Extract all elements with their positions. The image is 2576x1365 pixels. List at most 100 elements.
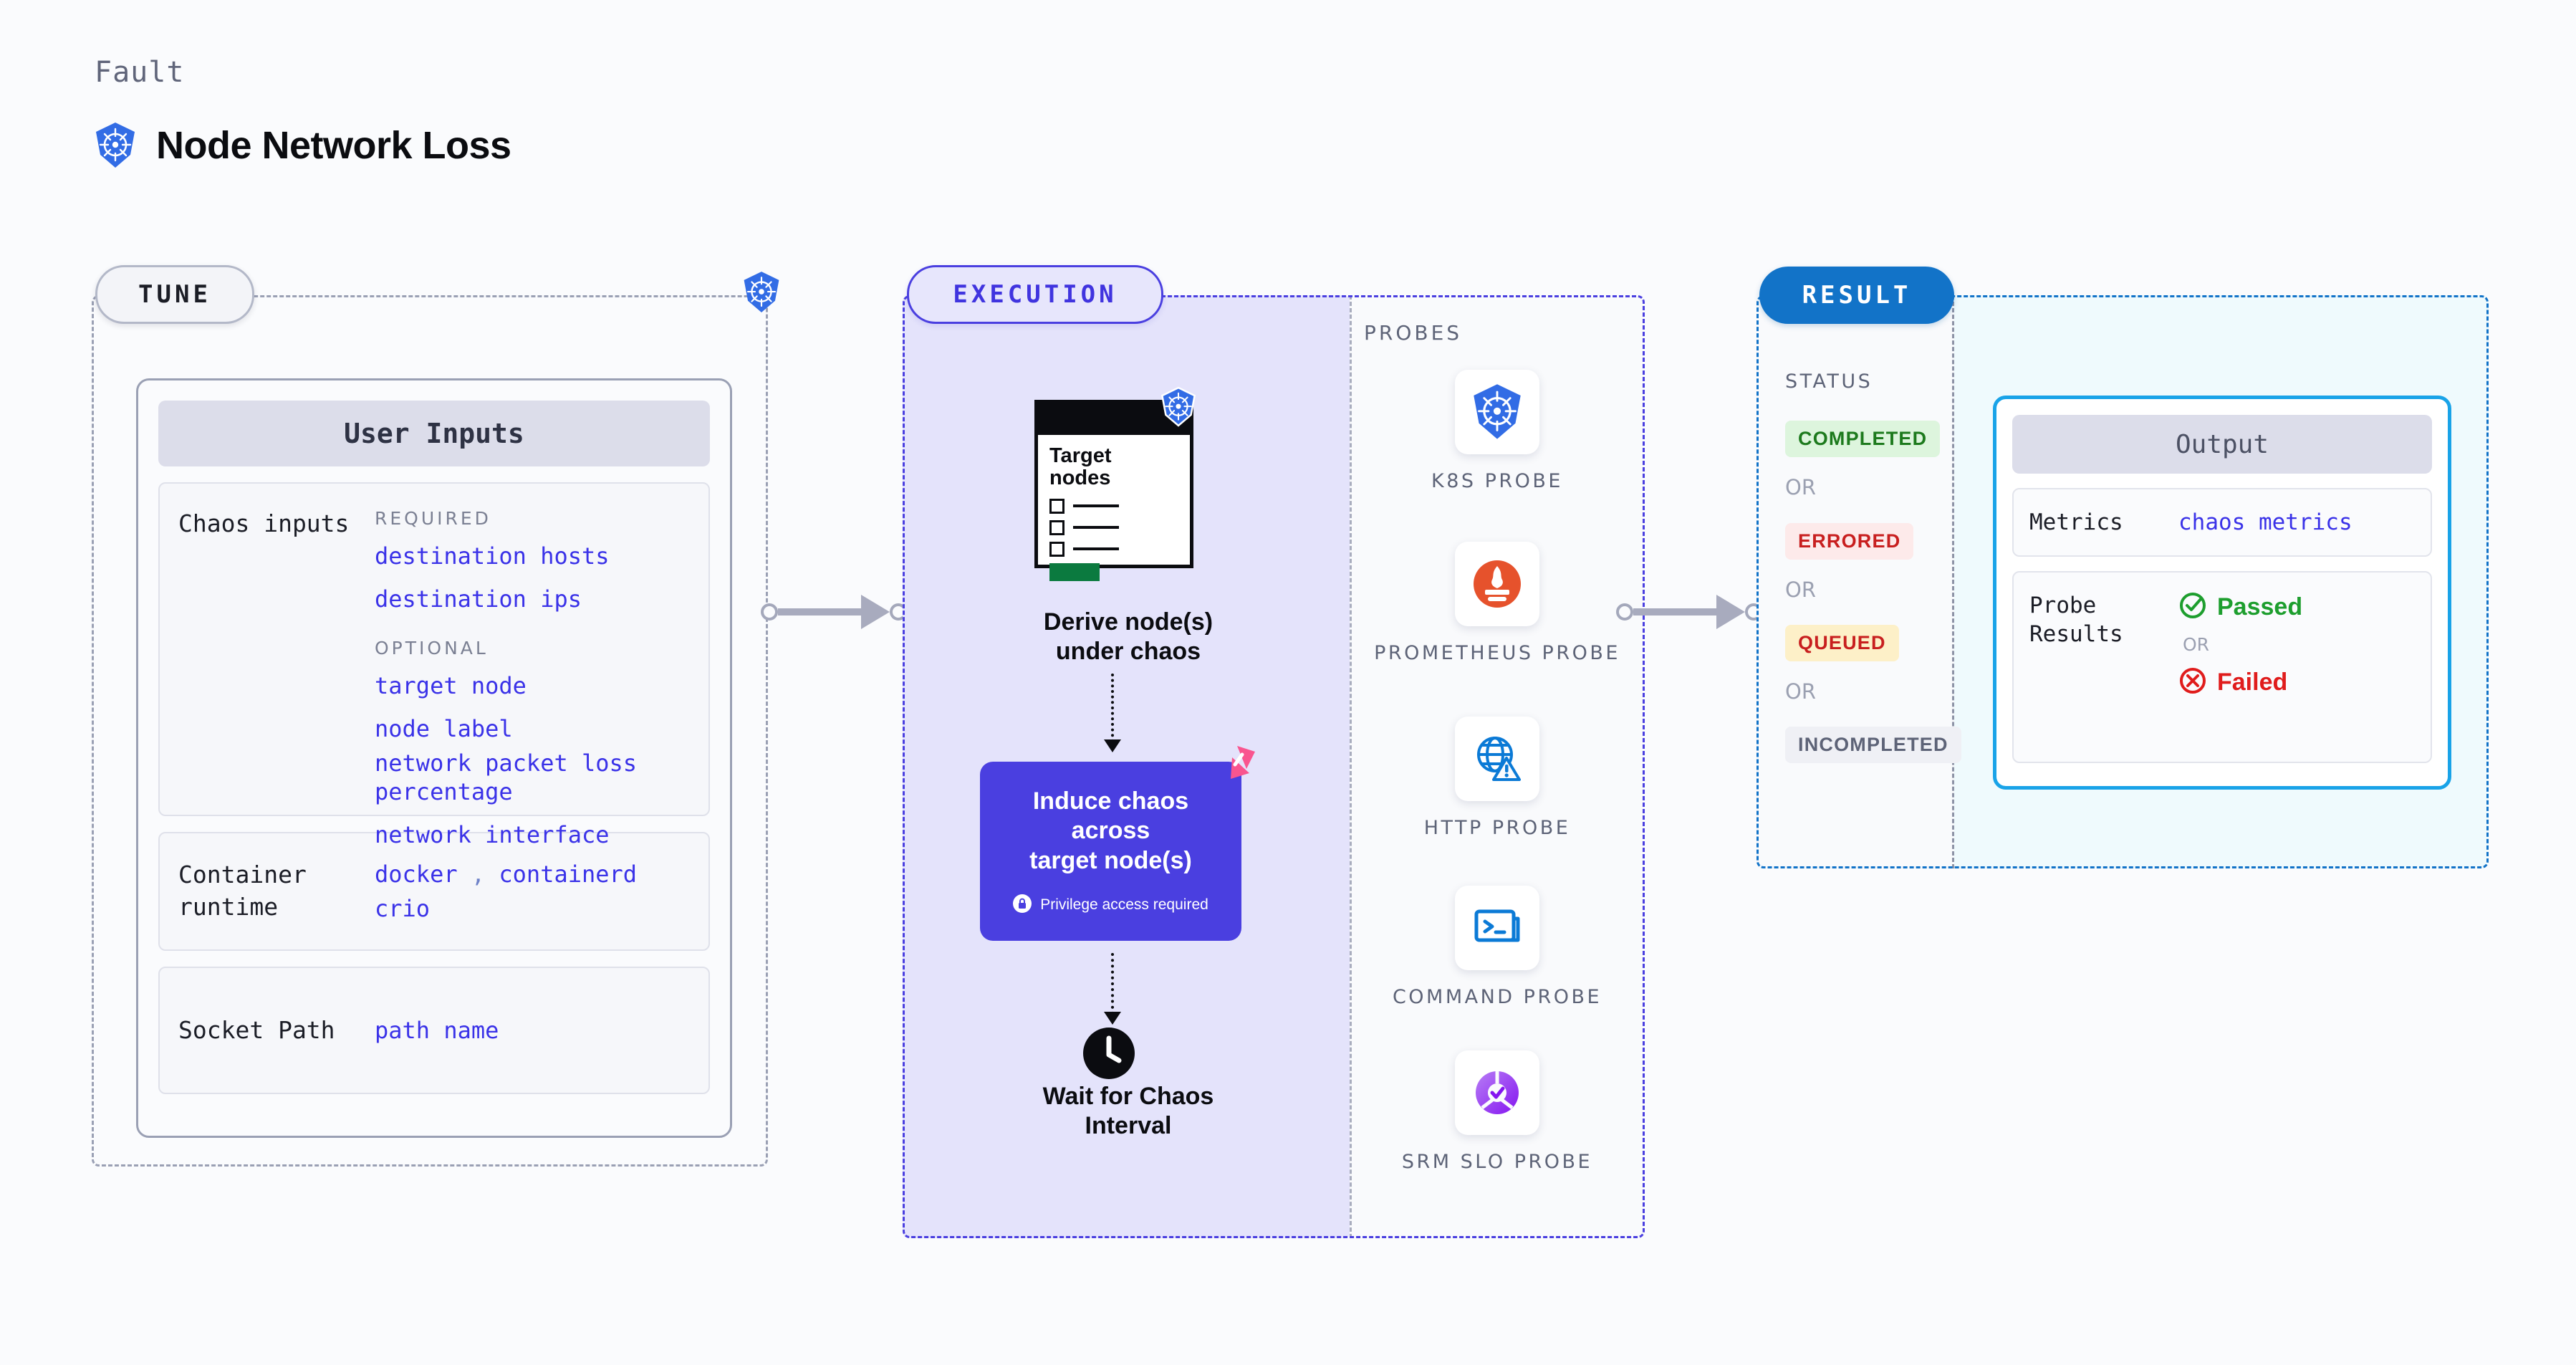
- clipboard-row: [1049, 541, 1190, 557]
- probe-item-command[interactable]: COMMAND PROBE: [1350, 886, 1645, 1010]
- clipboard-body: Target nodes: [1034, 400, 1193, 581]
- execution-panel-border: [903, 295, 1645, 1238]
- probe-results-values: Passed OR Failed: [2178, 591, 2302, 743]
- probe-item-srm-slo[interactable]: SRM SLO PROBE: [1350, 1050, 1645, 1175]
- user-inputs-card: User Inputs Chaos inputs REQUIRED destin…: [136, 378, 732, 1138]
- input-network-interface[interactable]: network interface: [375, 821, 610, 848]
- x-circle-icon: [2178, 666, 2207, 698]
- socket-path-values: path name: [375, 1016, 708, 1045]
- litmus-logo-icon: [1213, 744, 1258, 789]
- required-heading: REQUIRED: [375, 508, 491, 529]
- derive-caption-line1: Derive node(s): [1043, 608, 1213, 636]
- execution-panel: [903, 295, 1645, 1238]
- probe-item-k8s[interactable]: K8S PROBE: [1350, 370, 1645, 494]
- result-stage-pill[interactable]: RESULT: [1759, 267, 1954, 324]
- probe-tile: [1455, 886, 1539, 970]
- page-title: Node Network Loss: [156, 124, 511, 167]
- runtime-separator: ,: [471, 861, 486, 888]
- socket-path-row: Socket Path path name: [158, 967, 710, 1094]
- wait-caption-line1: Wait for Chaos: [1042, 1083, 1214, 1110]
- status-or-1: OR: [1785, 475, 1816, 499]
- fault-eyebrow-label: Fault: [95, 56, 185, 89]
- flow-arrow-line-2: [1111, 953, 1114, 1015]
- probe-label: HTTP PROBE: [1423, 817, 1571, 839]
- status-badge-errored: ERRORED: [1785, 523, 1914, 560]
- flow-arrow-line: [1111, 674, 1114, 742]
- chaos-inputs-row: Chaos inputs REQUIRED destination hosts …: [158, 482, 710, 848]
- induce-chaos-card[interactable]: Induce chaos across target node(s) Privi…: [980, 746, 1255, 941]
- metrics-value[interactable]: chaos metrics: [2178, 509, 2352, 535]
- runtime-containerd[interactable]: containerd: [499, 861, 638, 888]
- metrics-label: Metrics: [2029, 509, 2123, 535]
- connector-start-dot: [761, 603, 778, 621]
- clipboard-row: [1049, 498, 1190, 514]
- clipboard-green-bar: [1049, 562, 1100, 581]
- execution-stage-pill[interactable]: EXECUTION: [907, 265, 1163, 324]
- optional-heading: OPTIONAL: [375, 638, 489, 658]
- chaos-inputs-values: REQUIRED destination hosts destination i…: [375, 508, 708, 848]
- tune-stage-pill[interactable]: TUNE: [95, 265, 254, 324]
- probe-label: SRM SLO PROBE: [1401, 1151, 1593, 1173]
- connector-line: [1633, 608, 1718, 616]
- result-status-column: [1756, 295, 1954, 868]
- socket-path-value[interactable]: path name: [375, 1017, 499, 1044]
- runtime-line-1[interactable]: docker , containerd: [375, 860, 696, 889]
- result-panel: [1756, 295, 2489, 868]
- induce-chaos-title-line1: Induce chaos across: [1032, 787, 1189, 845]
- runtime-docker[interactable]: docker: [375, 861, 458, 888]
- clipboard-row: [1049, 519, 1190, 535]
- probe-result-or: OR: [2183, 634, 2210, 655]
- clipboard-title-line2: nodes: [1049, 466, 1111, 490]
- input-destination-ips[interactable]: destination ips: [375, 585, 582, 613]
- input-network-packet-loss-percentage[interactable]: network packet loss percentage: [375, 749, 638, 805]
- probe-label: COMMAND PROBE: [1392, 986, 1602, 1008]
- kubernetes-icon: [741, 271, 782, 317]
- probe-results-label-line1: Probe: [2029, 593, 2097, 618]
- input-node-label[interactable]: node label: [375, 715, 513, 742]
- probe-result-failed: Failed: [2178, 666, 2302, 698]
- induce-chaos-title-line2: target node(s): [1029, 846, 1192, 874]
- lock-icon: [1013, 894, 1032, 916]
- placeholder-line: [1073, 526, 1119, 530]
- kubernetes-icon: [93, 122, 138, 169]
- probe-tile: [1455, 1050, 1539, 1135]
- wait-caption-line2: Interval: [1085, 1112, 1172, 1140]
- probe-results-label: Probe Results: [2014, 591, 2178, 743]
- input-target-node[interactable]: target node: [375, 672, 527, 699]
- privilege-note-text: Privilege access required: [1040, 896, 1208, 914]
- probe-item-http[interactable]: HTTP PROBE: [1350, 717, 1645, 841]
- container-runtime-label: Container runtime: [178, 861, 307, 921]
- clipboard-rows: [1049, 498, 1190, 557]
- probe-tile: [1455, 370, 1539, 454]
- derive-nodes-caption: Derive node(s) under chaos: [953, 608, 1304, 667]
- probe-results-row: Probe Results Passed OR: [2012, 571, 2432, 763]
- probe-results-label-line2: Results: [2029, 621, 2123, 648]
- wait-interval-caption: Wait for Chaos Interval: [989, 1082, 1268, 1141]
- probe-label: PROMETHEUS PROBE: [1374, 642, 1620, 664]
- flow-arrow-head-2: [1104, 1012, 1121, 1025]
- container-runtime-row: Container runtime docker , containerd cr…: [158, 832, 710, 951]
- result-panel-border: [1756, 295, 2489, 868]
- status-or-3: OR: [1785, 679, 1816, 704]
- probe-label: K8S PROBE: [1431, 470, 1563, 492]
- checkbox-icon: [1049, 519, 1064, 535]
- flow-arrow-head: [1104, 739, 1121, 752]
- derive-caption-line2: under chaos: [1055, 638, 1201, 666]
- connector-line: [778, 608, 862, 616]
- probe-result-passed: Passed: [2178, 591, 2302, 623]
- placeholder-line: [1073, 547, 1119, 551]
- kubernetes-icon: [1160, 386, 1197, 430]
- input-destination-hosts[interactable]: destination hosts: [375, 542, 610, 570]
- placeholder-line: [1073, 504, 1119, 508]
- connector-arrowhead: [1716, 595, 1745, 629]
- probe-tile: [1455, 542, 1539, 626]
- user-inputs-title: User Inputs: [158, 401, 710, 466]
- probe-item-prometheus[interactable]: PROMETHEUS PROBE: [1350, 542, 1645, 666]
- runtime-crio[interactable]: crio: [375, 895, 431, 922]
- fault-title-row: Node Network Loss: [93, 122, 511, 169]
- checkbox-icon: [1049, 498, 1064, 514]
- status-label: STATUS: [1785, 370, 1873, 393]
- status-badge-completed: COMPLETED: [1785, 421, 1941, 457]
- container-runtime-values: docker , containerd crio: [375, 860, 708, 923]
